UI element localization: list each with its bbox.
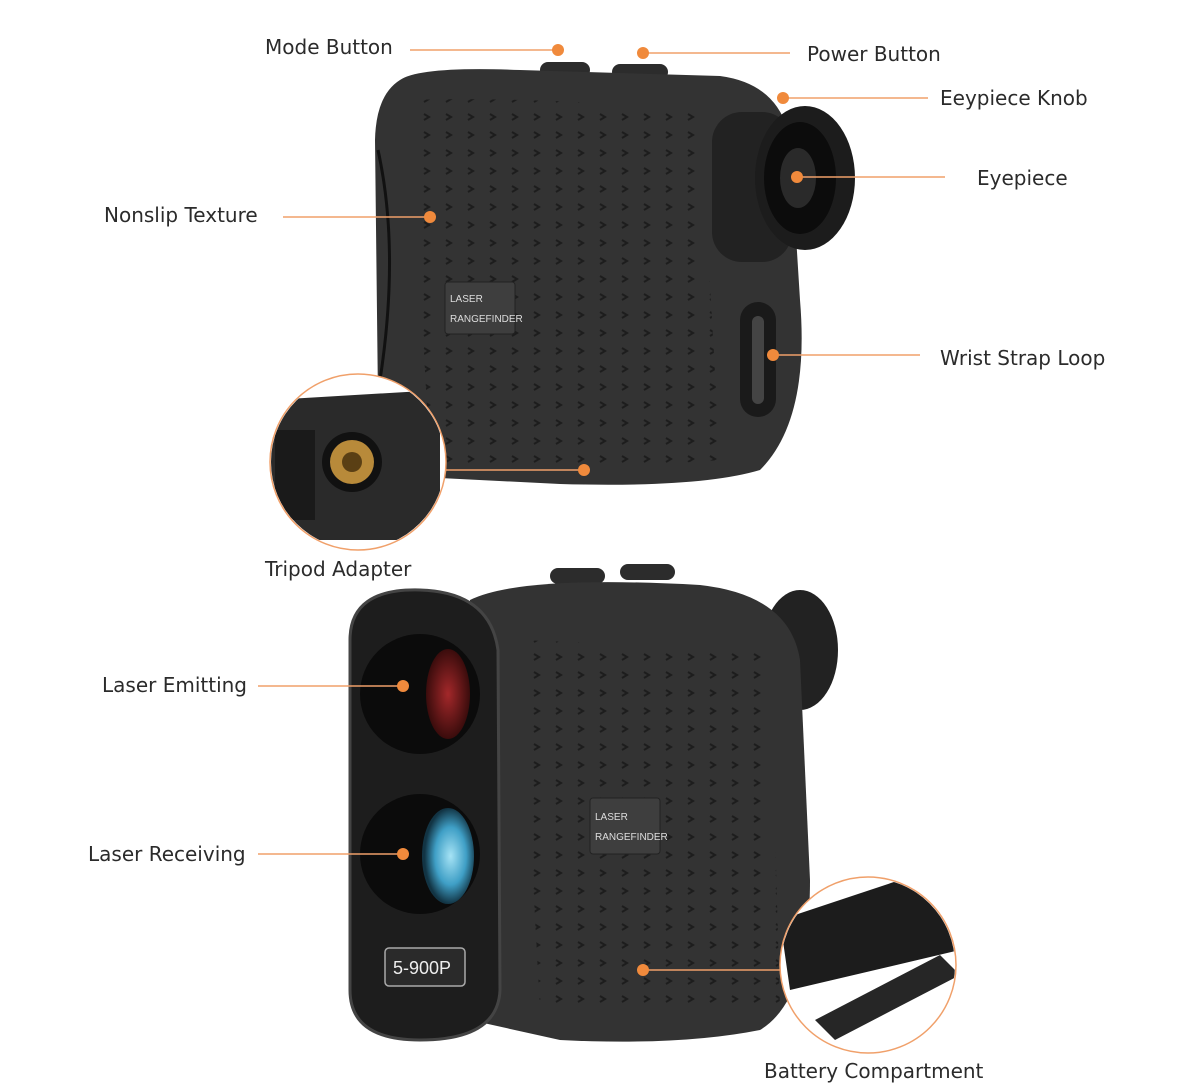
rangefinder-rear-view: LASER RANGEFINDER [375,62,855,485]
device-tag-line-2-front: RANGEFINDER [595,832,668,843]
device-tag-line-1: LASER [450,294,483,305]
rangefinder-front-view: LASER RANGEFINDER 5-900P [348,564,838,1042]
label-eyepiece-knob: Eeypiece Knob [940,86,1088,110]
label-mode-button: Mode Button [265,35,393,59]
label-power-button: Power Button [807,42,941,66]
label-nonslip-texture: Nonslip Texture [104,203,258,227]
model-badge [384,947,466,987]
callout-leaders [258,44,945,976]
device-tag-line-2: RANGEFINDER [450,314,523,325]
label-battery-compartment: Battery Compartment [764,1059,984,1083]
label-laser-emitting: Laser Emitting [102,673,247,697]
tripod-adapter-inset [269,373,447,551]
label-wrist-strap-loop: Wrist Strap Loop [940,346,1105,370]
label-eyepiece: Eyepiece [977,166,1068,190]
device-tag-line-1-front: LASER [595,812,628,823]
label-tripod-adapter: Tripod Adapter [264,557,412,581]
battery-compartment-inset [779,876,957,1054]
label-laser-receiving: Laser Receiving [88,842,246,866]
model-badge-text: 5-900P [393,958,451,978]
